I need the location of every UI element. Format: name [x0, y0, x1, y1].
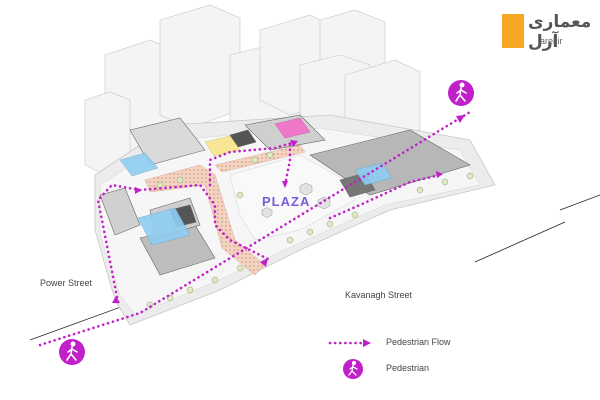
- kavanagh-street-label: Kavanagh Street: [345, 290, 413, 300]
- site-logo: معماری آرل arel.ir: [502, 12, 594, 52]
- logo-latin-text: arel.ir: [540, 36, 563, 46]
- legend-flow-symbol: [328, 339, 371, 347]
- walking-person-icon: [348, 360, 358, 376]
- legend-pedestrian-symbol: [343, 359, 363, 379]
- plaza-hexagons: [261, 182, 331, 218]
- legend-pedestrian-label: Pedestrian: [386, 363, 430, 373]
- legend-flow-label: Pedestrian Flow: [386, 337, 451, 347]
- trees: [146, 151, 474, 309]
- paving-path: [144, 144, 306, 276]
- plaza-label: PLAZA: [262, 194, 311, 209]
- program-zones: [119, 117, 393, 246]
- pedestrian-badge-bottom: [59, 339, 85, 365]
- flow-arrows: [112, 115, 465, 303]
- pedestrian-flow: [38, 110, 472, 347]
- logo-persian-text: معماری آرل: [528, 12, 592, 52]
- power-street-label: Power Street: [40, 278, 93, 288]
- walking-person-icon: [66, 341, 78, 361]
- pedestrian-badge-top: [448, 80, 474, 106]
- plaza-area: [229, 154, 356, 241]
- logo-mark: [502, 14, 524, 48]
- walking-person-icon: [455, 82, 467, 102]
